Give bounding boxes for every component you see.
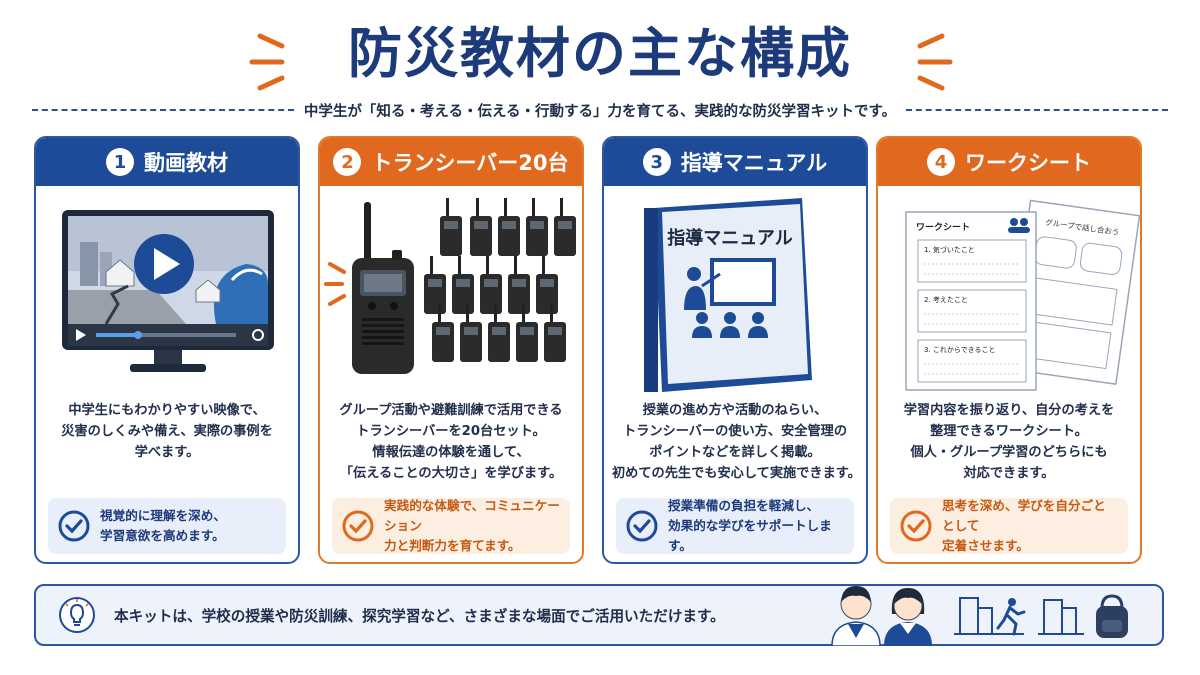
card-number: 3 xyxy=(642,148,671,176)
building-icon xyxy=(1038,599,1084,635)
benefit-line: 定着させます。 xyxy=(942,538,1029,553)
small-transceiver-icon xyxy=(440,198,462,256)
school-bag-icon xyxy=(1096,594,1128,638)
title-area: 防災教材の主な構成 xyxy=(0,14,1200,94)
benefit-line: 力と判断力を育てます。 xyxy=(384,538,521,553)
description-line: 授業の進め方や活動のねらい、 xyxy=(642,403,828,418)
students-evacuation-illustration xyxy=(831,586,1128,646)
benefit-text: 思考を深め、学びを自分ごととして 定着させます。 xyxy=(942,496,1118,556)
card-header: 1 動画教材 xyxy=(36,138,298,186)
card-header: 4 ワークシート xyxy=(878,138,1140,186)
description-line: グループ活動や避難訓練で活用できる xyxy=(339,403,563,418)
card-title: トランシーバー20台 xyxy=(371,151,569,175)
description-line: 学習内容を振り返り、自分の考えを xyxy=(903,403,1115,418)
card-title: 動画教材 xyxy=(144,151,228,175)
description-line: 個人・グループ学習のどちらにも xyxy=(910,445,1108,460)
divider xyxy=(32,109,294,111)
check-circle-icon xyxy=(626,510,658,542)
emphasis-burst-icon xyxy=(917,33,953,91)
worksheet-item: 1. 気づいたこと xyxy=(924,245,975,254)
description-line: 対応できます。 xyxy=(963,466,1055,481)
card-description: 学習内容を振り返り、自分の考えを 整理できるワークシート。 個人・グループ学習の… xyxy=(886,400,1132,484)
small-transceiver-icon xyxy=(452,256,474,314)
benefit-line: 視覚的に理解を深め、 xyxy=(100,508,226,523)
card-manual: 3 指導マニュアル 指導マニュアル 授業の進め方や活動のねらい、 トランシーバー… xyxy=(602,136,868,564)
card-transceivers: 2 トランシーバー20台 グループ活動や避難訓練で活用できる トランシーバーを2… xyxy=(318,136,584,564)
page-subtitle: 中学生が「知る・考える・伝える・行動する」力を育てる、実践的な防災学習キットです… xyxy=(303,103,897,120)
card-title: 指導マニュアル xyxy=(680,151,828,175)
benefit-text: 実践的な体験で、コミュニケーション 力と判断力を育てます。 xyxy=(384,496,560,556)
small-transceiver-icon xyxy=(536,256,558,314)
small-transceiver-icon xyxy=(470,198,492,256)
benefit-box: 視覚的に理解を深め、 学習意欲を高めます。 xyxy=(48,498,286,554)
description-line: 初めての先生でも安心して実施できます。 xyxy=(612,466,861,481)
running-person-icon xyxy=(996,598,1026,636)
card-number: 4 xyxy=(927,148,955,176)
benefit-text: 授業準備の負担を軽減し、 効果的な学びをサポートします。 xyxy=(668,496,844,556)
transceiver-set-illustration xyxy=(324,198,576,374)
page-title: 防災教材の主な構成 xyxy=(348,22,852,85)
card-video: 1 動画教材 中学生にもわかりやすい映像で、 災害のしくみや備え、実際の事例を … xyxy=(34,136,300,564)
card-header: 2 トランシーバー20台 xyxy=(320,138,582,186)
small-transceiver-icon xyxy=(424,256,446,314)
small-transceiver-icon xyxy=(516,304,538,362)
small-transceiver-icon xyxy=(460,304,482,362)
check-circle-icon xyxy=(58,510,90,542)
description-line: 「伝えることの大切さ」を学びます。 xyxy=(339,466,563,481)
small-transceiver-icon xyxy=(526,198,548,256)
description-line: 整理できるワークシート。 xyxy=(930,424,1088,439)
benefit-line: 学習意欲を高めます。 xyxy=(100,528,225,543)
subtitle-row: 中学生が「知る・考える・伝える・行動する」力を育てる、実践的な防災学習キットです… xyxy=(32,98,1168,122)
card-title: ワークシート xyxy=(965,151,1091,175)
group-icon xyxy=(1008,218,1030,233)
benefit-line: 思考を深め、学びを自分ごととして xyxy=(942,498,1106,533)
manual-book-illustration: 指導マニュアル xyxy=(644,198,812,392)
lightbulb-icon xyxy=(59,597,95,633)
small-transceiver-icon xyxy=(544,304,566,362)
divider xyxy=(906,109,1168,111)
small-transceiver-icon xyxy=(498,198,520,256)
description-line: 中学生にもわかりやすい映像で、 xyxy=(68,403,266,418)
description-line: 情報伝達の体験を通して、 xyxy=(372,445,530,460)
emphasis-burst-icon xyxy=(249,33,285,91)
benefit-box: 思考を深め、学びを自分ごととして 定着させます。 xyxy=(890,498,1128,554)
card-description: 授業の進め方や活動のねらい、 トランシーバーの使い方、安全管理の ポイントなどを… xyxy=(612,400,861,484)
student-boy xyxy=(831,586,881,646)
card-description: グループ活動や避難訓練で活用できる トランシーバーを20台セット。 情報伝達の体… xyxy=(328,400,574,484)
worksheet-item: 3. これからできること xyxy=(924,346,996,354)
card-description: 中学生にもわかりやすい映像で、 災害のしくみや備え、実際の事例を 学べます。 xyxy=(44,400,290,463)
evacuation-icon xyxy=(954,597,1024,635)
small-transceiver-icon xyxy=(432,304,454,362)
manual-cover-title: 指導マニュアル xyxy=(667,227,792,249)
small-transceiver-icon xyxy=(554,198,576,256)
card-number: 2 xyxy=(333,148,362,176)
small-radios xyxy=(424,198,576,362)
card-number: 1 xyxy=(106,148,134,176)
benefit-box: 授業準備の負担を軽減し、 効果的な学びをサポートします。 xyxy=(616,498,854,554)
small-transceiver-icon xyxy=(480,256,502,314)
worksheet-front-title: ワークシート xyxy=(916,222,970,233)
benefit-line: 授業準備の負担を軽減し、 xyxy=(668,498,820,513)
student-girl xyxy=(884,588,932,646)
small-transceiver-icon xyxy=(508,256,530,314)
description-line: トランシーバーの使い方、安全管理の xyxy=(622,424,848,439)
check-circle-icon xyxy=(342,510,374,542)
benefit-line: 効果的な学びをサポートします。 xyxy=(668,518,832,553)
video-monitor-illustration xyxy=(62,210,274,372)
card-worksheet: 4 ワークシート グループで話し合おう ワークシート 1. 気づいたこと 2. … xyxy=(876,136,1142,564)
benefit-text: 視覚的に理解を深め、 学習意欲を高めます。 xyxy=(100,506,226,546)
description-line: トランシーバーを20台セット。 xyxy=(356,424,546,439)
worksheet-item: 2. 考えたこと xyxy=(924,296,968,304)
description-line: 災害のしくみや備え、実際の事例を xyxy=(61,424,273,439)
small-transceiver-icon xyxy=(488,304,510,362)
description-line: 学べます。 xyxy=(134,445,200,460)
footer-text: 本キットは、学校の授業や防災訓練、探究学習など、さまざまな場面でご活用いただけま… xyxy=(114,607,725,625)
check-circle-icon xyxy=(900,510,932,542)
worksheet-illustration: グループで話し合おう ワークシート 1. 気づいたこと 2. 考えたこと 3. … xyxy=(905,199,1140,391)
benefit-line: 実践的な体験で、コミュニケーション xyxy=(384,498,560,533)
benefit-box: 実践的な体験で、コミュニケーション 力と判断力を育てます。 xyxy=(332,498,570,554)
footer-banner: 本キットは、学校の授業や防災訓練、探究学習など、さまざまな場面でご活用いただけま… xyxy=(34,584,1164,646)
card-header: 3 指導マニュアル xyxy=(604,138,866,186)
description-line: ポイントなどを詳しく掲載。 xyxy=(649,445,821,460)
